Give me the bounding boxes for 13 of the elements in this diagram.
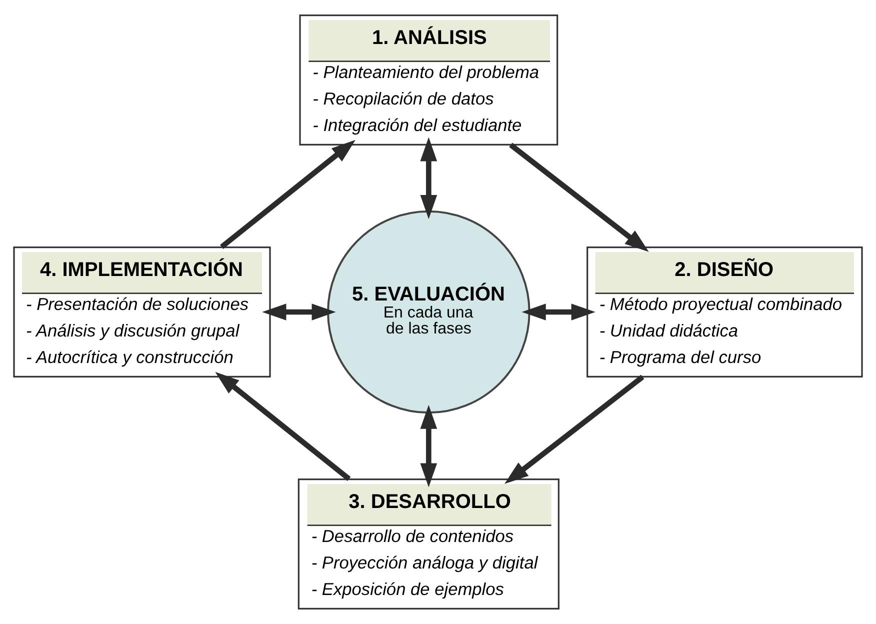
arrow — [504, 374, 644, 484]
arrow — [420, 404, 438, 488]
arrow — [420, 137, 438, 220]
arrow — [522, 304, 596, 320]
node-circle: 5. EVALUACIÓN En cada una de las fases — [327, 210, 530, 414]
node-box: 1. ANÁLISIS - Planteamiento del problema - Recopilación de datos - Integración del estudiante — [299, 14, 558, 146]
node-box: 4. IMPLEMENTACIÓN - Presentación de soluciones - Análisis y discusión grupal - Autocrítica y construcción — [13, 246, 271, 378]
arrow — [215, 372, 351, 482]
arrow — [262, 304, 336, 320]
arrow — [509, 142, 649, 252]
arrow — [220, 140, 356, 250]
node-box: 3. DESARROLLO - Desarrollo de contenidos - Proyección análoga y digital - Exposición de ejemplos — [298, 478, 560, 610]
node-box: 2. DISEÑO - Método proyectual combinado - Unidad didáctica - Programa del curso — [586, 246, 863, 378]
